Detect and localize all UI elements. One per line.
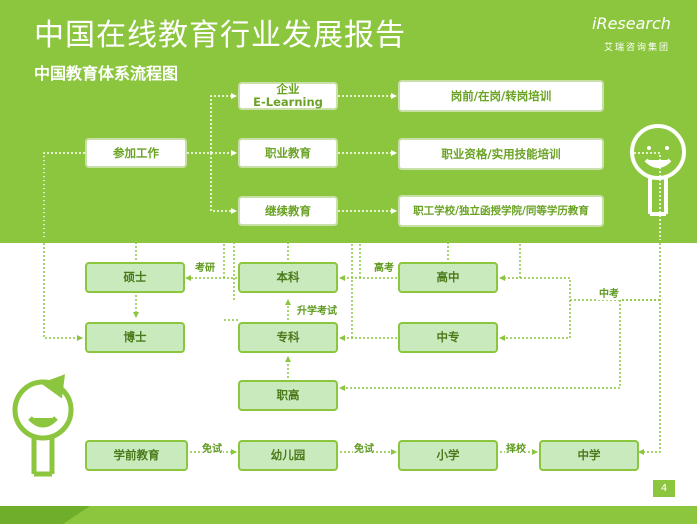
node-secondary-vocational-label: 中专: [436, 330, 460, 344]
node-primary-school-label: 小学: [436, 448, 460, 462]
node-adult-schools: 职工学校/独立函授学院/同等学历教育: [398, 195, 604, 227]
node-continuing-education-label: 继续教育: [265, 203, 311, 218]
node-junior-college-label: 专科: [276, 330, 300, 344]
node-adult-schools-label: 职工学校/独立函授学院/同等学历教育: [413, 204, 589, 217]
footer-bar: [0, 506, 697, 524]
edge-zhongkao-vochigh: [339, 299, 660, 391]
node-preschool-education-label: 学前教育: [113, 448, 160, 462]
node-middle-school: 中学: [539, 440, 639, 471]
edge-zhongkao-secvoc: [499, 300, 571, 341]
node-pre-post-training: 岗前/在岗/转岗培训: [398, 80, 604, 112]
label-choose-school: 择校: [505, 440, 527, 455]
label-exempt-2: 免试: [353, 440, 375, 455]
iresearch-logo: iResearch 艾瑞咨询集团: [592, 14, 678, 58]
edge-top-left-loop: [43, 152, 85, 240]
page-title: 中国在线教育行业发展报告: [34, 18, 406, 53]
edge-top-right-loop: [630, 152, 661, 240]
node-primary-school: 小学: [398, 440, 498, 471]
node-vocational-education-label: 职业教育: [265, 145, 311, 160]
mascot-right-icon: [630, 124, 686, 216]
logo-tagline: 艾瑞咨询集团: [604, 43, 671, 53]
edge-join-enterprise: [210, 93, 237, 153]
node-doctor-label: 博士: [123, 330, 147, 344]
node-continuing-education: 继续教育: [238, 196, 338, 226]
node-secondary-vocational: 中专: [398, 322, 498, 353]
edge-left-doctor: [43, 243, 83, 341]
node-middle-school-label: 中学: [577, 448, 601, 462]
node-kindergarten: 幼儿园: [238, 440, 338, 471]
node-vocational-qualification-label: 职业资格/实用技能培训: [441, 146, 561, 161]
node-preschool-education: 学前教育: [85, 440, 188, 471]
logo-wordmark: iResearch: [592, 14, 671, 33]
page-number: 4: [653, 480, 675, 497]
node-join-work: 参加工作: [85, 138, 187, 168]
node-vocational-high: 职高: [238, 380, 338, 411]
label-kaoyan: 考研: [194, 259, 216, 274]
edge-right-middle: [638, 243, 661, 455]
node-enterprise-label: 企业 E-Learning: [253, 82, 323, 109]
node-vocational-high-label: 职高: [276, 388, 300, 402]
node-enterprise-elearning: 企业 E-Learning: [238, 82, 338, 110]
label-gaokao: 高考: [373, 259, 395, 274]
node-join-work-label: 参加工作: [113, 145, 159, 160]
node-bachelor-label: 本科: [276, 270, 300, 284]
node-vocational-qualification: 职业资格/实用技能培训: [398, 138, 604, 170]
node-pre-post-training-label: 岗前/在岗/转岗培训: [450, 88, 552, 103]
node-doctor: 博士: [85, 322, 185, 353]
footer-accent: [0, 506, 90, 524]
node-high-school-label: 高中: [436, 270, 460, 284]
label-zhongkao: 中考: [598, 285, 620, 300]
node-vocational-education: 职业教育: [238, 138, 338, 168]
label-exempt-1: 免试: [201, 440, 223, 455]
node-kindergarten-label: 幼儿园: [270, 448, 306, 462]
diagram-subtitle: 中国教育体系流程图: [34, 64, 179, 83]
mascot-left-icon: [12, 374, 74, 477]
node-junior-college: 专科: [238, 322, 338, 353]
node-master-label: 硕士: [123, 270, 147, 284]
node-master: 硕士: [85, 262, 185, 293]
edge-zhongkao-high: [499, 275, 660, 301]
edge-join-continuing: [210, 153, 237, 214]
label-upgrade-exam: 升学考试: [296, 302, 338, 317]
node-high-school: 高中: [398, 262, 498, 293]
node-bachelor: 本科: [238, 262, 338, 293]
